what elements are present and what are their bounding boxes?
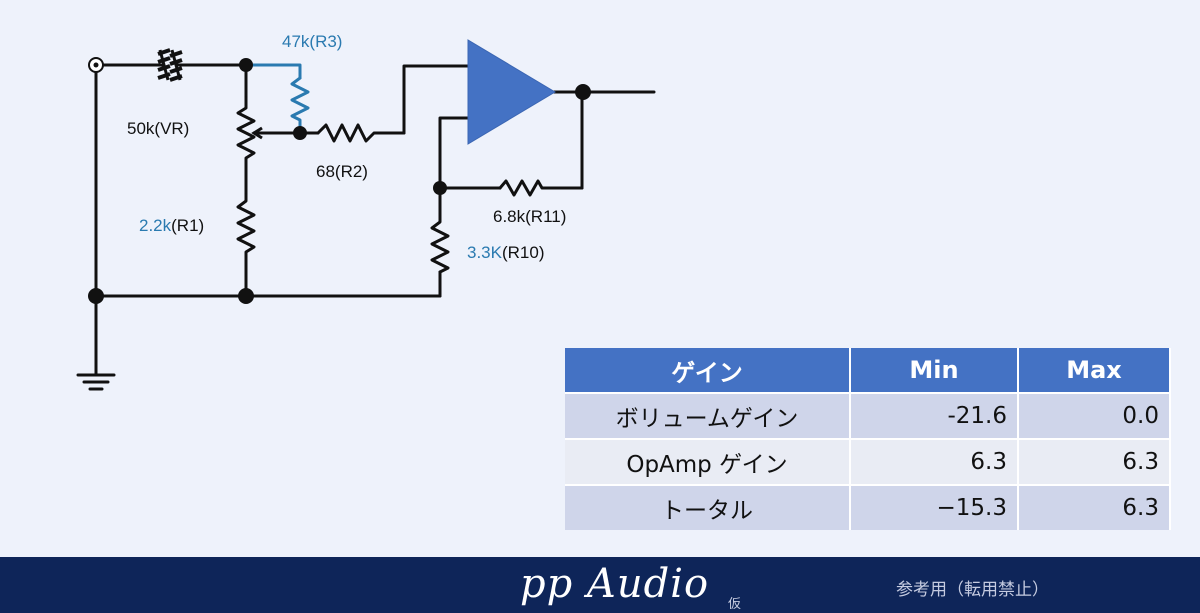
row-max: 6.3 — [1019, 438, 1171, 484]
label-r11: 6.8k(R11) — [493, 207, 566, 226]
r10-resistor — [430, 186, 450, 274]
row-min: −15.3 — [851, 484, 1019, 530]
wire-to-minus — [438, 116, 470, 190]
vr-resistor — [236, 96, 256, 197]
r3-resistor — [290, 76, 310, 135]
gain-table-header-row: ゲイン Min Max — [565, 348, 1171, 392]
header-max: Max — [1019, 348, 1171, 392]
table-row: トータル −15.3 6.3 — [565, 484, 1171, 530]
r11-resistor — [498, 179, 584, 197]
opamp-triangle — [467, 39, 556, 145]
row-label: ボリュームゲイン — [565, 392, 851, 438]
junction-dot — [433, 181, 447, 195]
junction-dot — [239, 58, 253, 72]
wire-to-plus — [402, 64, 470, 135]
footer-bar: pp Audio 仮 参考用（転用禁止） — [0, 557, 1200, 613]
label-r1-value: 2.2k — [139, 216, 172, 235]
row-label: トータル — [565, 484, 851, 530]
brand-sub: 仮 — [728, 596, 742, 611]
label-r3: 47k(R3) — [282, 32, 342, 51]
label-r10-value: 3.3K — [467, 243, 503, 262]
junction-dot — [575, 84, 591, 100]
row-min: -21.6 — [851, 392, 1019, 438]
junction-dot — [293, 126, 307, 140]
r1-resistor — [236, 193, 256, 298]
brand-logo: pp Audio — [520, 561, 710, 607]
row-min: 6.3 — [851, 438, 1019, 484]
capacitor-bars — [157, 48, 183, 82]
row-max: 6.3 — [1019, 484, 1171, 530]
vr-wiper-arrow — [251, 126, 263, 140]
circuit-schematic: 47k(R3) 50k(VR) 68(R2) 2.2k(R1) 6.8k(R11… — [76, 32, 656, 391]
svg-text:2.2k(R1): 2.2k(R1) — [139, 216, 204, 235]
header-gain: ゲイン — [565, 348, 851, 392]
table-row: OpAmp ゲイン 6.3 6.3 — [565, 438, 1171, 484]
r2-resistor — [316, 123, 406, 143]
svg-text:3.3K(R10): 3.3K(R10) — [467, 243, 545, 262]
gain-table: ゲイン Min Max ボリュームゲイン -21.6 0.0 OpAmp ゲイン… — [565, 348, 1171, 530]
label-r10-name: (R10) — [502, 243, 545, 262]
copyright-notice: 参考用（転用禁止） — [896, 580, 1049, 599]
table-row: ボリュームゲイン -21.6 0.0 — [565, 392, 1171, 438]
label-r1-name: (R1) — [171, 216, 204, 235]
label-vr: 50k(VR) — [127, 119, 189, 138]
r3-wire-top — [244, 63, 302, 80]
row-max: 0.0 — [1019, 392, 1171, 438]
header-min: Min — [851, 348, 1019, 392]
row-label: OpAmp ゲイン — [565, 438, 851, 484]
junction-dot — [88, 288, 104, 304]
label-r2: 68(R2) — [316, 162, 368, 181]
junction-dot — [238, 288, 254, 304]
